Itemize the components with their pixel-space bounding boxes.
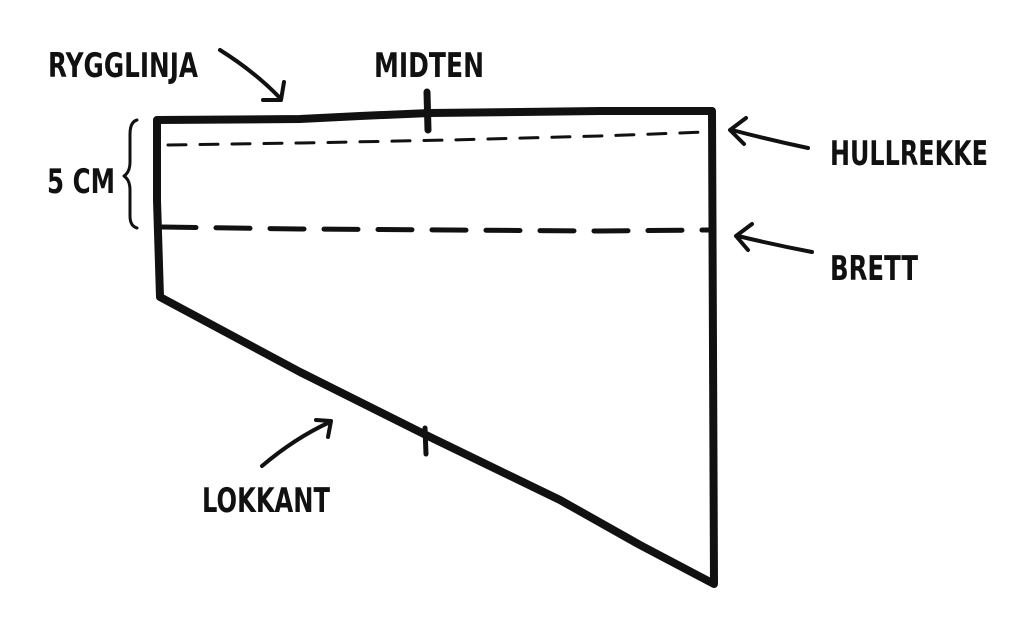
lokkant-mid-mark — [422, 425, 429, 457]
brett-arrow — [734, 222, 814, 254]
label-5cm: 5 CM — [47, 162, 115, 202]
pattern-outline — [153, 107, 718, 588]
label-midten: MIDTEN — [374, 46, 484, 86]
brett-line — [159, 224, 711, 234]
label-brett: BRETT — [830, 249, 919, 289]
hullrekke-arrow — [728, 116, 810, 150]
rygglinja-arrow — [218, 48, 286, 102]
lokkant-arrow — [260, 418, 333, 468]
measure-brace — [122, 118, 139, 230]
midten-mark — [423, 88, 432, 134]
label-rygglinja: RYGGLINJA — [48, 46, 198, 86]
label-lokkant: LOKKANT — [202, 481, 331, 521]
hullrekke-line — [166, 130, 708, 147]
label-hullrekke: HULLREKKE — [830, 134, 988, 174]
